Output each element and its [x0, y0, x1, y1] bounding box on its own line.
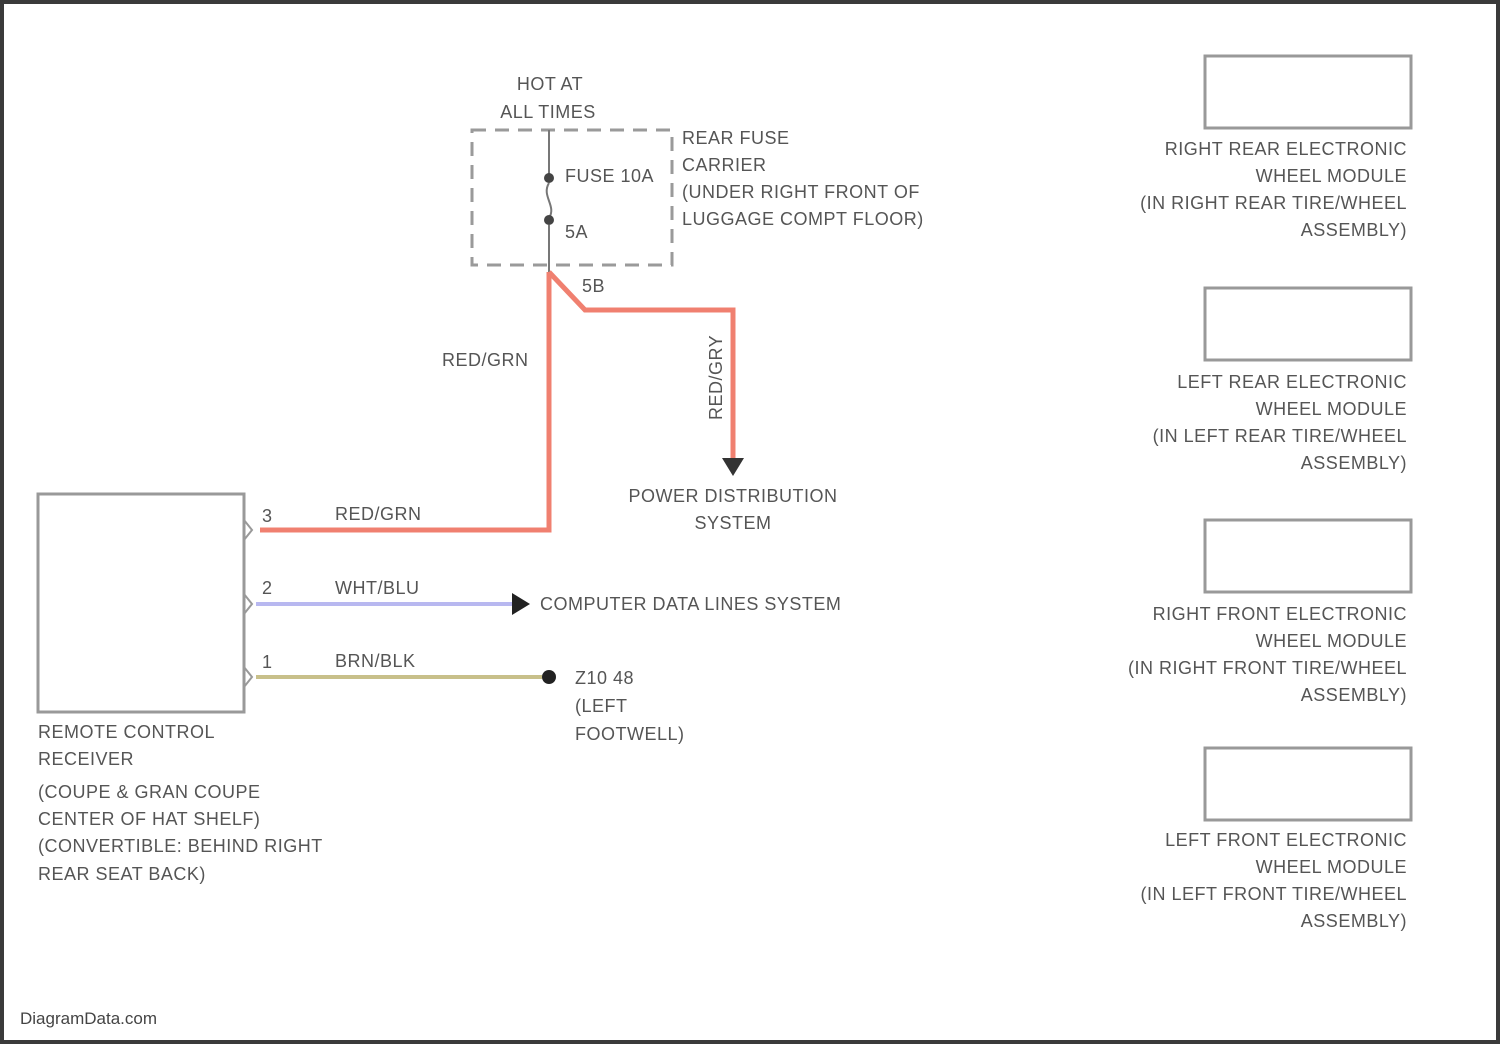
- module-left-rear-line3: (IN LEFT REAR TIRE/WHEEL: [1153, 426, 1407, 446]
- computer-data-arrow: [512, 593, 530, 615]
- watermark: DiagramData.com: [20, 1009, 157, 1028]
- ground-splice: [542, 670, 556, 684]
- remote-control-receiver-box: [38, 494, 244, 712]
- module-right-front-line3: (IN RIGHT FRONT TIRE/WHEEL: [1128, 658, 1407, 678]
- module-right-front: RIGHT FRONT ELECTRONIC WHEEL MODULE (IN …: [1128, 520, 1411, 705]
- receiver-location-line1: (COUPE & GRAN COUPE: [38, 782, 261, 802]
- power-source-label-line1: HOT AT: [517, 74, 583, 94]
- wire-red-grn-feed: [260, 272, 549, 530]
- module-right-front-line4: ASSEMBLY): [1301, 685, 1407, 705]
- module-right-rear-line2: WHEEL MODULE: [1256, 166, 1407, 186]
- module-left-rear: LEFT REAR ELECTRONIC WHEEL MODULE (IN LE…: [1153, 288, 1411, 473]
- module-left-front-line4: ASSEMBLY): [1301, 911, 1407, 931]
- module-left-front-line1: LEFT FRONT ELECTRONIC: [1165, 830, 1407, 850]
- fuse-carrier-box: [472, 130, 672, 265]
- pin3-number: 3: [262, 506, 273, 526]
- pin3-wire-label: RED/GRN: [335, 504, 422, 524]
- power-source-label-line2: ALL TIMES: [500, 102, 596, 122]
- fuse-carrier-line1: REAR FUSE: [682, 128, 790, 148]
- module-left-front-line3: (IN LEFT FRONT TIRE/WHEEL: [1140, 884, 1407, 904]
- module-left-rear-line2: WHEEL MODULE: [1256, 399, 1407, 419]
- pin2-wire-label: WHT/BLU: [335, 578, 420, 598]
- power-distribution-label-line2: SYSTEM: [694, 513, 771, 533]
- wire-drop-label: RED/GRY: [706, 335, 726, 420]
- ground-label-line2: (LEFT: [575, 696, 628, 716]
- fuse-element: [547, 183, 552, 218]
- module-left-rear-line1: LEFT REAR ELECTRONIC: [1177, 372, 1407, 392]
- fuse-cavity: 5B: [582, 276, 605, 296]
- module-right-rear: RIGHT REAR ELECTRONIC WHEEL MODULE (IN R…: [1140, 56, 1411, 240]
- module-left-front: LEFT FRONT ELECTRONIC WHEEL MODULE (IN L…: [1140, 748, 1411, 931]
- pin1-wire-label: BRN/BLK: [335, 651, 416, 671]
- module-left-front-box: [1205, 748, 1411, 820]
- power-distribution-label-line1: POWER DISTRIBUTION: [628, 486, 837, 506]
- receiver-name-line1: REMOTE CONTROL: [38, 722, 215, 742]
- fuse-carrier-line2: CARRIER: [682, 155, 767, 175]
- power-distribution-arrow: [722, 458, 744, 476]
- receiver-location-line4: REAR SEAT BACK): [38, 864, 206, 884]
- module-right-front-line2: WHEEL MODULE: [1256, 631, 1407, 651]
- pin2-number: 2: [262, 578, 273, 598]
- module-left-front-line2: WHEEL MODULE: [1256, 857, 1407, 877]
- computer-data-label: COMPUTER DATA LINES SYSTEM: [540, 594, 841, 614]
- module-right-front-line1: RIGHT FRONT ELECTRONIC: [1153, 604, 1407, 624]
- module-left-rear-box: [1205, 288, 1411, 360]
- fuse-carrier-line3: (UNDER RIGHT FRONT OF: [682, 182, 920, 202]
- module-right-front-box: [1205, 520, 1411, 592]
- fuse-terminal-top: [544, 173, 554, 183]
- module-right-rear-line1: RIGHT REAR ELECTRONIC: [1165, 139, 1407, 159]
- wire-feed-label: RED/GRN: [442, 350, 529, 370]
- fuse-terminal-bottom: [544, 215, 554, 225]
- receiver-name-line2: RECEIVER: [38, 749, 134, 769]
- module-right-rear-box: [1205, 56, 1411, 128]
- module-left-rear-line4: ASSEMBLY): [1301, 453, 1407, 473]
- fuse-label: FUSE 10A: [565, 166, 654, 186]
- ground-label-line1: Z10 48: [575, 668, 634, 688]
- receiver-location-line3: (CONVERTIBLE: BEHIND RIGHT: [38, 836, 323, 856]
- fuse-carrier-line4: LUGGAGE COMPT FLOOR): [682, 209, 924, 229]
- module-right-rear-line3: (IN RIGHT REAR TIRE/WHEEL: [1140, 193, 1407, 213]
- receiver-location-line2: CENTER OF HAT SHELF): [38, 809, 260, 829]
- fuse-rating: 5A: [565, 222, 588, 242]
- module-right-rear-line4: ASSEMBLY): [1301, 220, 1407, 240]
- ground-label-line3: FOOTWELL): [575, 724, 685, 744]
- pin1-number: 1: [262, 652, 273, 672]
